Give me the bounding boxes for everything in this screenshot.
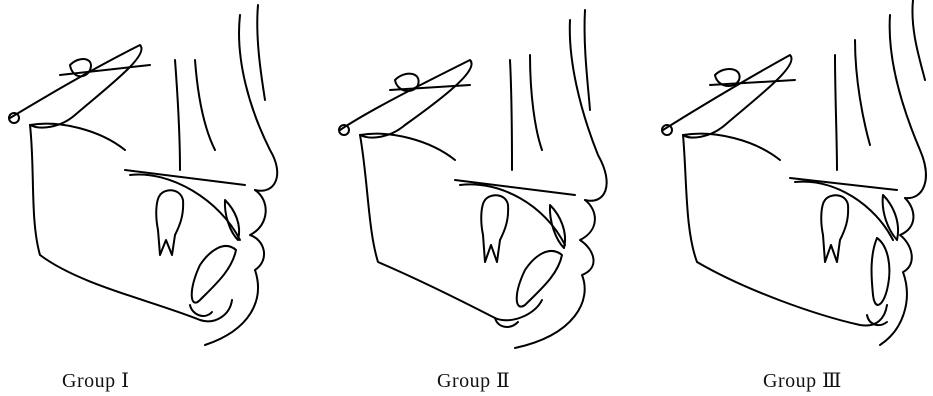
panel-group-3: Group Ⅲ — [655, 0, 933, 396]
caption-group-2: Group Ⅱ — [437, 368, 510, 393]
cephalometric-tracing-group-1 — [0, 0, 310, 360]
caption-group-1: Group Ⅰ — [62, 368, 130, 393]
cephalometric-tracing-group-3 — [655, 0, 933, 360]
panel-group-2: Group Ⅱ — [330, 0, 630, 396]
panel-group-1: Group Ⅰ — [0, 0, 310, 396]
caption-group-3: Group Ⅲ — [763, 368, 842, 393]
cephalometric-tracing-group-2 — [330, 0, 630, 360]
